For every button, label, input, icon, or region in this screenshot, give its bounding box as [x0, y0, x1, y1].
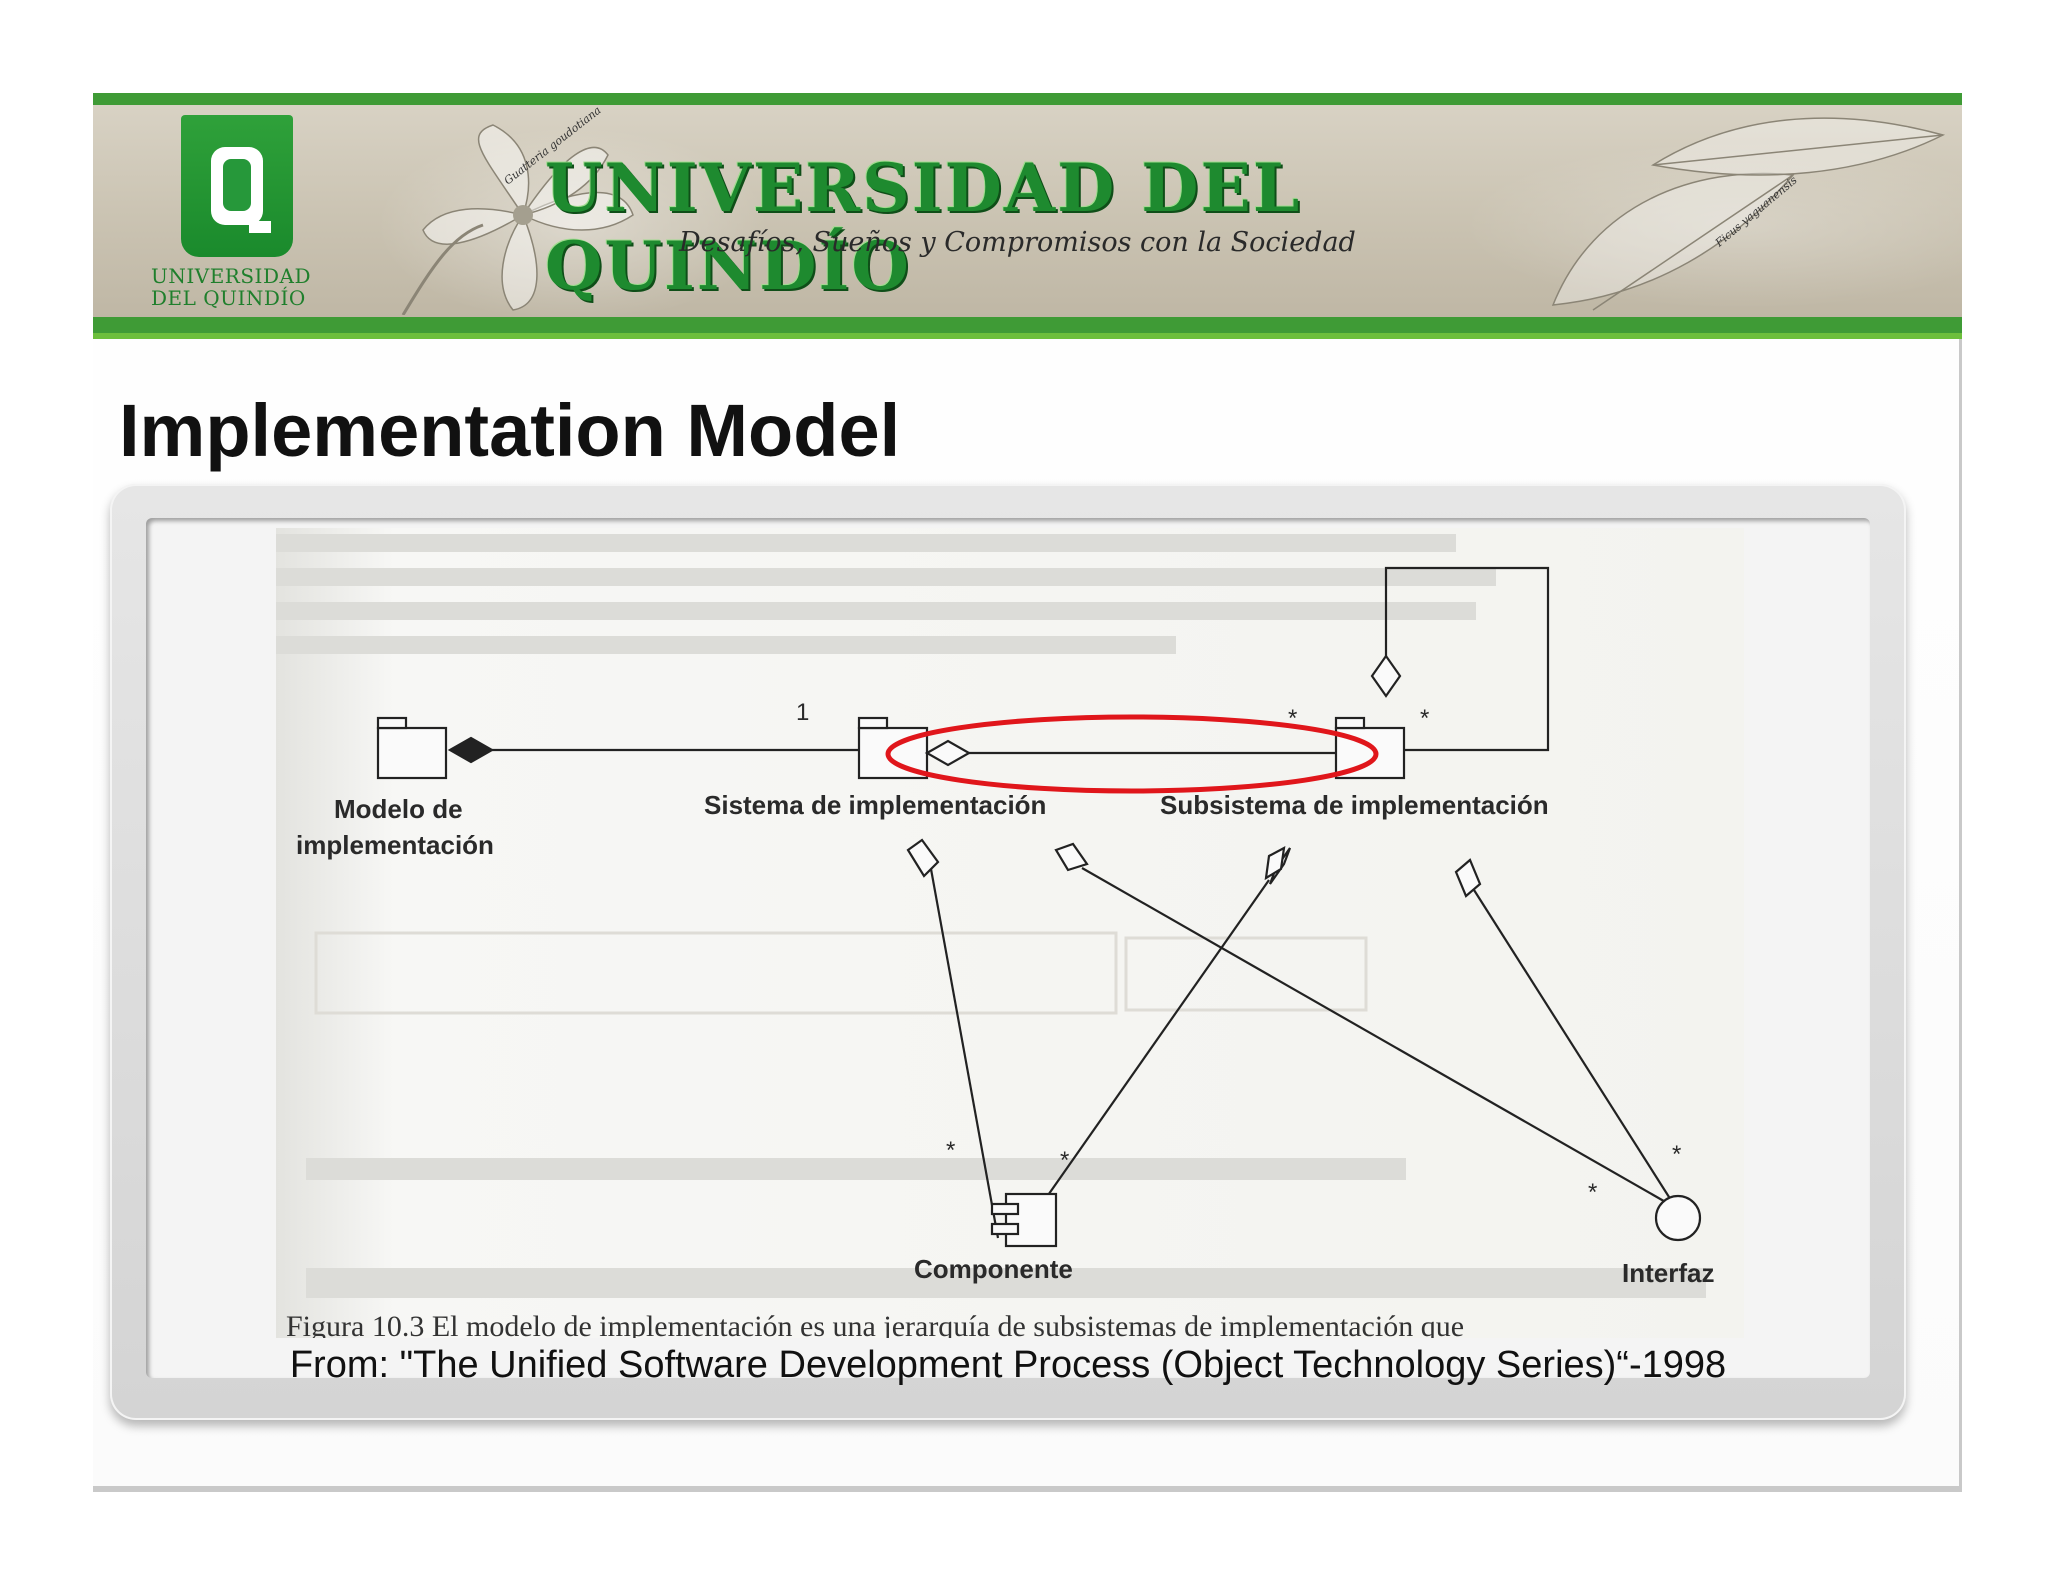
university-logo [181, 115, 293, 257]
slide-title: Implementation Model [119, 389, 901, 472]
interfaz-label: Interfaz [1622, 1258, 1714, 1288]
sistema-label: Sistema de implementación [704, 790, 1046, 820]
multiplicity-sistema-subsistema: * [1288, 705, 1297, 732]
figure-caption: Figura 10.3 El modelo de implementación … [286, 1310, 1464, 1338]
subsistema-package-icon [1334, 716, 1406, 780]
sistema-interfaz-link [1081, 867, 1677, 1209]
uml-diagram: Modelo de implementación Sistema de impl… [276, 528, 1744, 1338]
componente-label: Componente [914, 1254, 1073, 1284]
flower-illustration-icon [401, 124, 634, 315]
modelo-package-icon [376, 716, 448, 780]
university-title: UNIVERSIDAD DEL QUINDÍO [545, 149, 1302, 305]
multiplicity-self: * [1420, 705, 1429, 732]
multiplicity-1: 1 [796, 699, 809, 726]
multiplicity-interfaz-b: * [1588, 1179, 1597, 1206]
componente-diamond-a-icon [906, 838, 940, 878]
scanned-diagram: Modelo de implementación Sistema de impl… [276, 528, 1744, 1338]
bottom-divider [93, 1486, 1962, 1489]
header-banner: UNIVERSIDAD DEL QUINDÍO Guatteria goudot… [93, 93, 1962, 339]
subsistema-self-link [1384, 566, 1550, 752]
logo-text-line1: UNIVERSIDAD [151, 264, 311, 288]
multiplicity-componente-b: * [1060, 1147, 1069, 1174]
self-aggregation-diamond-icon [1370, 654, 1402, 698]
banner-stripe [93, 333, 1962, 339]
source-caption: From: "The Unified Software Development … [289, 1344, 1727, 1386]
modelo-label-line1: Modelo de [334, 794, 463, 824]
sistema-componente-link [929, 868, 1000, 1239]
bleed-through-text [276, 534, 1706, 1298]
logo-text-line2: DEL QUINDÍO [151, 286, 306, 310]
subsistema-componente-link [1017, 879, 1270, 1239]
highlight-ellipse [885, 714, 1379, 794]
subsistema-interfaz-link [1473, 889, 1677, 1209]
subsistema-label: Subsistema de implementación [1160, 790, 1549, 820]
leaves-illustration-icon [1551, 117, 1946, 311]
university-motto: Desafíos, Sueños y Compromisos con la So… [679, 227, 1356, 258]
logo-text: UNIVERSIDAD DEL QUINDÍO [151, 265, 331, 309]
modelo-label-line2: implementación [296, 830, 494, 860]
interfaz-diamond-b-icon [1454, 858, 1482, 898]
multiplicity-interfaz-a: * [1672, 1141, 1681, 1168]
multiplicity-componente-a: * [946, 1137, 955, 1164]
interfaz-diamond-a-icon [1054, 842, 1089, 872]
interface-circle-icon [1654, 1194, 1702, 1242]
component-icon [990, 1192, 1058, 1248]
